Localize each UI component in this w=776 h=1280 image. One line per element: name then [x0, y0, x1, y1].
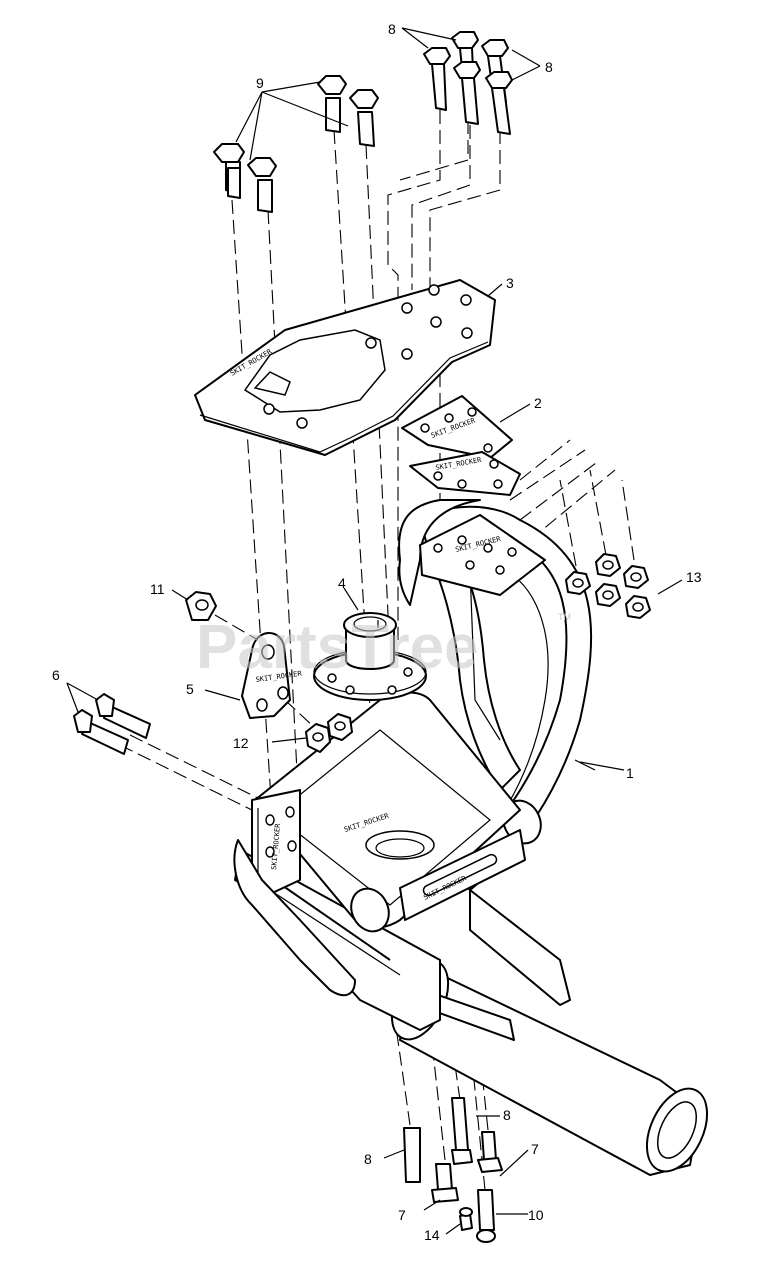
- mount-bracket: SKIT_ROCKER: [241, 632, 303, 719]
- watermark: PartsTree TM: [196, 612, 571, 682]
- callout-7-left: 7: [398, 1207, 406, 1223]
- bolts-6: [73, 693, 151, 755]
- callout-8-top-right: 8: [545, 59, 553, 75]
- callout-8-top-left: 8: [388, 21, 396, 37]
- nuts-13: [565, 553, 651, 619]
- bottom-hardware: [403, 1097, 503, 1243]
- callout-7-right: 7: [531, 1141, 539, 1157]
- bolts-9: [213, 75, 379, 213]
- bolt-9c: [317, 75, 347, 133]
- callout-8-bottom-left: 8: [364, 1151, 372, 1167]
- callout-12: 12: [233, 735, 249, 751]
- pivot-hub: [313, 612, 427, 701]
- bolt-9a: [213, 143, 245, 199]
- bolt-9d: [349, 89, 379, 147]
- callout-3: 3: [506, 275, 514, 291]
- callout-9: 9: [256, 75, 264, 91]
- callout-14: 14: [424, 1227, 440, 1243]
- callouts: 1 2 3 4 5 6 7 7 8 8 8 8 9 10 11 12 13 14: [52, 21, 702, 1243]
- nut-11: [185, 591, 217, 621]
- callout-8-bottom-right: 8: [503, 1107, 511, 1123]
- nuts-12: [305, 713, 353, 753]
- callout-11: 11: [150, 581, 165, 597]
- callout-5: 5: [186, 681, 194, 697]
- callout-4: 4: [338, 575, 346, 591]
- watermark-trademark: TM: [558, 612, 571, 622]
- bolt-9b: [247, 157, 277, 213]
- shims: SKIT_ROCKER SKIT_ROCKER: [401, 395, 521, 496]
- callout-2: 2: [534, 395, 542, 411]
- callout-10: 10: [528, 1207, 544, 1223]
- bolts-8-top: [423, 31, 513, 135]
- callout-13: 13: [686, 569, 702, 585]
- callout-1: 1: [626, 765, 634, 781]
- callout-6: 6: [52, 667, 60, 683]
- watermark-text: PartsTree: [196, 613, 479, 682]
- leader-lines: [66, 27, 683, 1235]
